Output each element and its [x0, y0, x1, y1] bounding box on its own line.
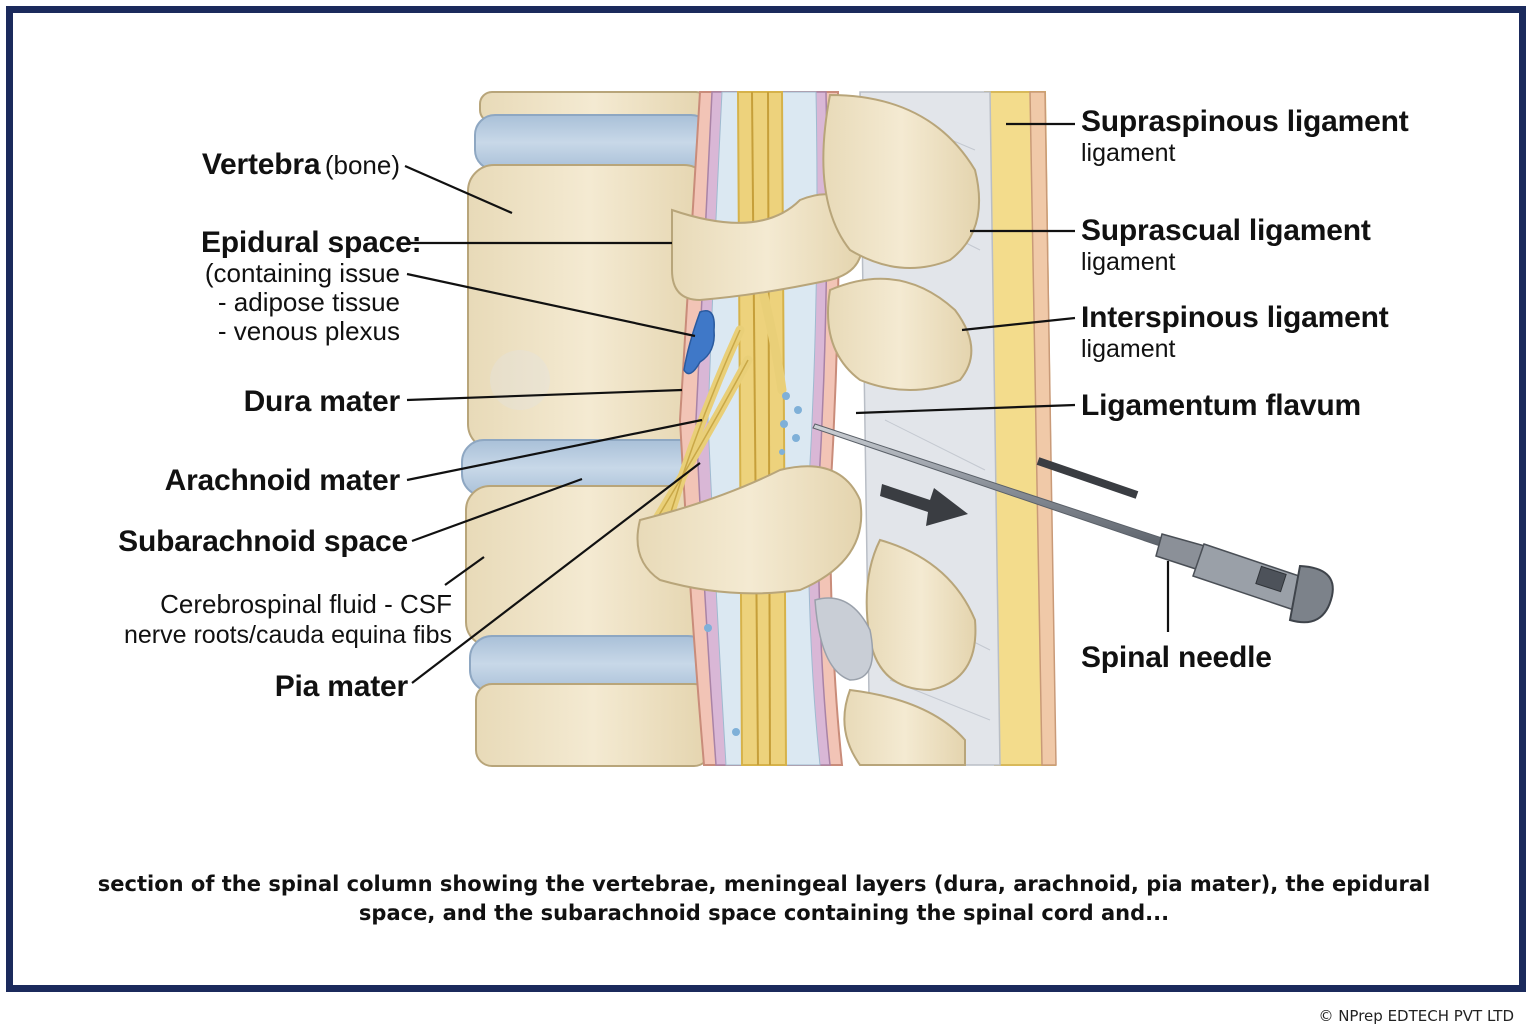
insertion-arrow — [880, 484, 968, 526]
intervertebral-disc-1 — [474, 114, 712, 171]
figure-caption: section of the spinal column showing the… — [97, 872, 1431, 925]
vertebral-body-4 — [475, 683, 711, 767]
venous-plexus — [683, 310, 715, 375]
cauda-equina — [736, 91, 788, 766]
label-csf-sub: nerve roots/cauda equina fibs — [124, 621, 452, 649]
label-suprascual-sub: ligament — [1081, 248, 1176, 276]
label-csf: Cerebrospinal fluid - CSF — [160, 589, 452, 619]
label-ligamentum-flavum: Ligamentum flavum — [1081, 389, 1361, 422]
label-epidural-line2: - adipose tissue — [217, 287, 400, 317]
lamina-upper — [671, 193, 863, 302]
label-epidural-line1: (containing issue — [204, 258, 400, 288]
label-dura-mater: Dura mater — [243, 385, 401, 418]
label-spinal-needle: Spinal needle — [1081, 641, 1272, 674]
needle-guide-bar — [1036, 457, 1139, 499]
spinous-process-lower — [865, 538, 977, 692]
spinous-process-bottom — [843, 688, 966, 766]
label-subarachnoid-space: Subarachnoid space — [118, 525, 408, 558]
needle-syringe-body — [1192, 543, 1306, 611]
label-vertebra-title: Vertebra — [201, 148, 321, 181]
label-epidural-title: Epidural space: — [201, 226, 422, 259]
spinous-process-middle — [827, 277, 973, 391]
ligamentum-flavum-tissue — [814, 597, 874, 681]
label-interspinous-sub: ligament — [1081, 335, 1176, 363]
label-vertebra-note: (bone) — [324, 150, 400, 180]
label-supraspinous-sub: ligament — [1081, 139, 1176, 167]
csf-droplets — [704, 392, 802, 736]
label-pia-mater: Pia mater — [274, 670, 408, 703]
vertebral-body-2 — [467, 164, 711, 451]
label-interspinous: Interspinous ligament — [1081, 301, 1389, 334]
label-suprascual: Suprascual ligament — [1081, 214, 1371, 247]
label-arachnoid-mater: Arachnoid mater — [164, 464, 401, 497]
needle-grip — [1255, 565, 1287, 593]
lamina-lower — [636, 465, 863, 595]
leader-lines — [404, 122, 1170, 684]
skin-layer — [1029, 91, 1057, 766]
spinous-process-upper — [822, 93, 981, 269]
label-supraspinous: Supraspinous ligament — [1081, 105, 1409, 138]
copyright-notice: © NPrep EDTECH PVT LTD — [1318, 1007, 1514, 1025]
label-epidural-space: Epidural space: — [201, 226, 422, 260]
label-epidural-line3: - venous plexus — [217, 316, 400, 346]
label-vertebra: Vertebra (bone) — [150, 148, 400, 182]
needle-cap — [1288, 564, 1334, 624]
